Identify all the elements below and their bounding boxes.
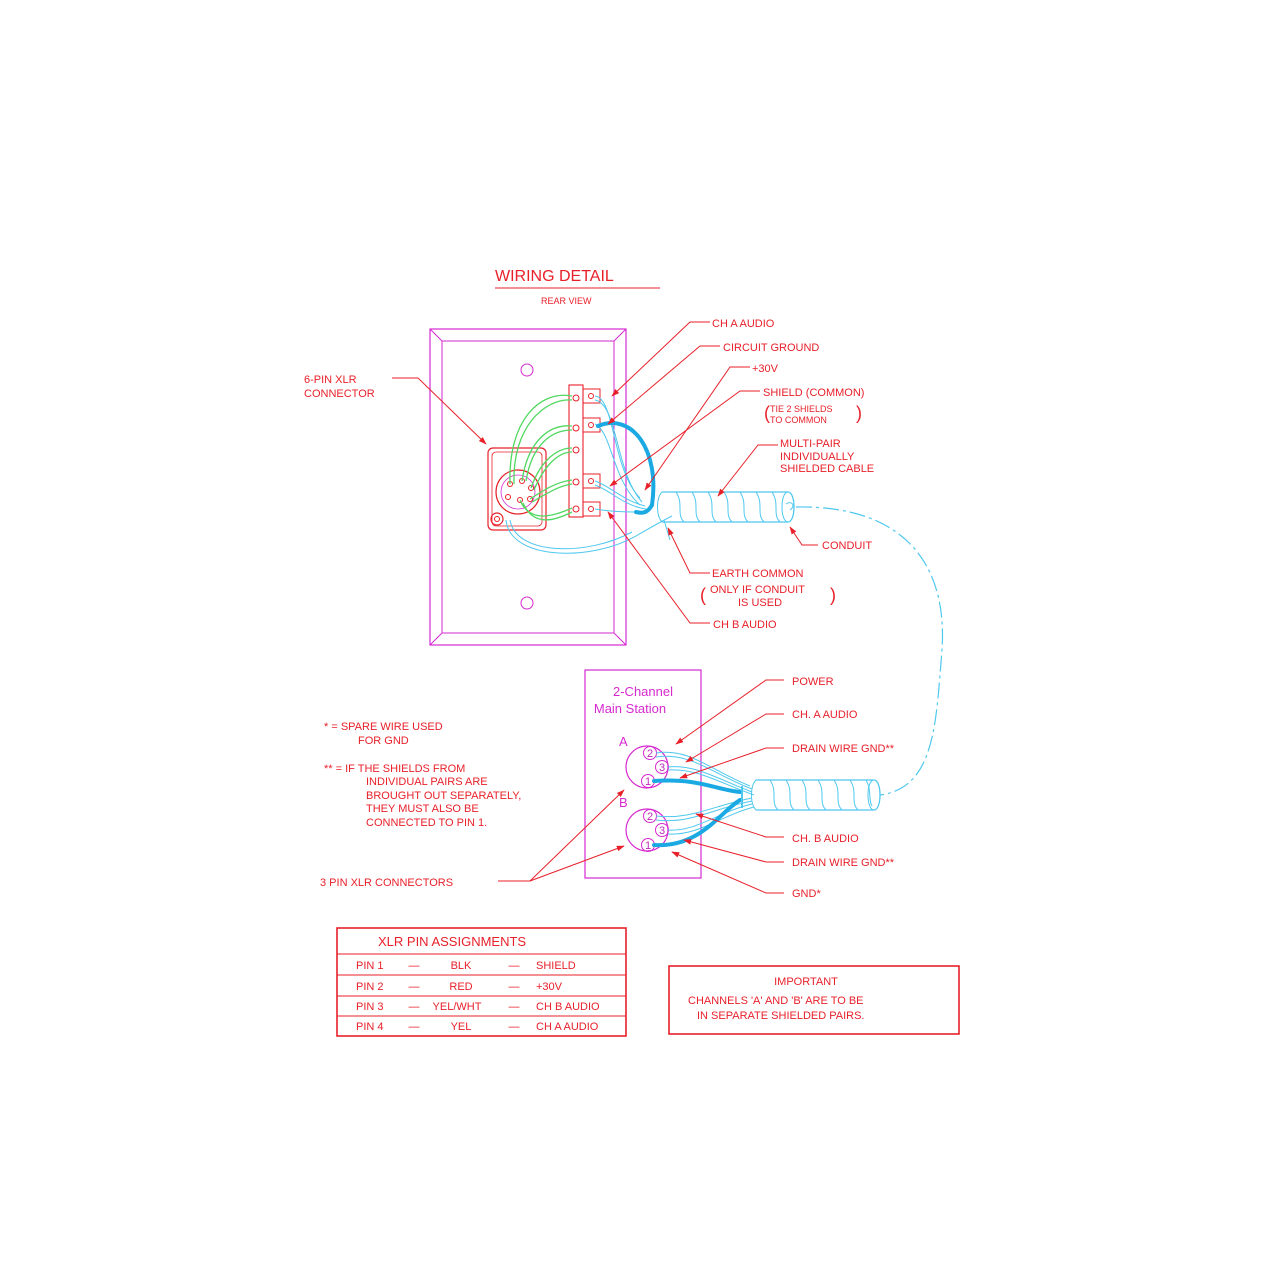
note-2-line5: CONNECTED TO PIN 1.: [366, 817, 487, 829]
svg-text:—: —: [509, 981, 520, 993]
multipair-label-line3: SHIELDED CABLE: [780, 463, 874, 475]
main-station-label-line2: Main Station: [594, 701, 666, 716]
xlr-a-pin-3: 3: [659, 762, 665, 774]
diagram-subtitle: REAR VIEW: [541, 296, 592, 306]
lower-multipair-cable: [751, 779, 881, 811]
three-pin-xlr-label: 3 PIN XLR CONNECTORS: [320, 877, 453, 889]
upper-callout-leaders: [392, 321, 818, 624]
lower-cable-wires: [652, 751, 755, 848]
important-line2: IN SEPARATE SHIELDED PAIRS.: [697, 1010, 865, 1022]
footnotes: * = SPARE WIRE USED FOR GND ** = IF THE …: [324, 721, 521, 829]
only-if-paren-open: (: [700, 585, 706, 605]
only-if-paren-close: ): [830, 585, 836, 605]
svg-text:YEL: YEL: [451, 1021, 472, 1033]
group-b-label: B: [619, 795, 628, 810]
svg-text:—: —: [509, 960, 520, 972]
green-jumper-wires: [509, 394, 573, 521]
lower-callout-leaders: [498, 679, 784, 894]
drain-wire-gnd-label-a: DRAIN WIRE GND**: [792, 743, 895, 755]
svg-text:CH A AUDIO: CH A AUDIO: [536, 1021, 599, 1033]
multipair-label-line2: INDIVIDUALLY: [780, 451, 855, 463]
svg-text:SHIELD: SHIELD: [536, 960, 576, 972]
xlr-a-pin-2: 2: [647, 748, 653, 760]
upper-multipair-cable: [657, 491, 795, 523]
svg-text:RED: RED: [449, 981, 472, 993]
important-line1: CHANNELS 'A' AND 'B' ARE TO BE: [688, 995, 864, 1007]
multipair-label-line1: MULTI-PAIR: [780, 438, 841, 450]
svg-text:—: —: [409, 1021, 420, 1033]
note-2-line4: THEY MUST ALSO BE: [366, 803, 479, 815]
svg-text:YEL/WHT: YEL/WHT: [433, 1001, 482, 1013]
terminal-strip: [568, 384, 601, 518]
gnd-label: GND*: [792, 888, 821, 900]
svg-text:—: —: [509, 1001, 520, 1013]
six-pin-xlr-label-line2: CONNECTOR: [304, 388, 375, 400]
conduit-run: [795, 506, 944, 796]
svg-text:PIN 4: PIN 4: [356, 1021, 384, 1033]
earth-common-label: EARTH COMMON: [712, 568, 804, 580]
top-screw-hole: [520, 363, 534, 377]
table-row: PIN 4 — YEL — CH A AUDIO: [356, 1021, 599, 1033]
svg-text:BLK: BLK: [451, 960, 472, 972]
note-2-line1: ** = IF THE SHIELDS FROM: [324, 763, 465, 775]
shield-common-label: SHIELD (COMMON): [763, 387, 864, 399]
svg-text:CH B AUDIO: CH B AUDIO: [536, 1001, 600, 1013]
diagram-title: WIRING DETAIL: [495, 268, 614, 285]
xlr-b-pin-3: 3: [659, 825, 665, 837]
power-label: POWER: [792, 676, 834, 688]
circuit-ground-label: CIRCUIT GROUND: [723, 342, 819, 354]
note-2-line3: BROUGHT OUT SEPARATELY,: [366, 790, 521, 802]
only-if-label-line1: ONLY IF CONDUIT: [710, 584, 805, 596]
ch-a-audio-label: CH A AUDIO: [712, 318, 775, 330]
upper-cable-wires: [505, 395, 673, 554]
pin-assignments-table: XLR PIN ASSIGNMENTS PIN 1 — BLK — SHIELD…: [336, 927, 627, 1037]
table-row: PIN 1 — BLK — SHIELD: [356, 960, 576, 972]
drain-wire-gnd-label-b: DRAIN WIRE GND**: [792, 857, 895, 869]
xlr-a-pin-1: 1: [645, 776, 651, 788]
tie-shields-label-line1: TIE 2 SHIELDS: [770, 404, 833, 414]
tie-shields-paren-close: ): [856, 403, 862, 423]
table-row: PIN 3 — YEL/WHT — CH B AUDIO: [356, 1001, 600, 1013]
important-note-box: IMPORTANT CHANNELS 'A' AND 'B' ARE TO BE…: [668, 965, 960, 1035]
note-1-line2: FOR GND: [358, 735, 409, 747]
conduit-label: CONDUIT: [822, 540, 872, 552]
pin-table-title: XLR PIN ASSIGNMENTS: [378, 934, 526, 949]
main-station-label-line1: 2-Channel: [613, 684, 673, 699]
svg-text:—: —: [409, 960, 420, 972]
xlr-b-pin-2: 2: [647, 811, 653, 823]
tie-shields-paren-open: (: [764, 403, 770, 423]
tie-shields-label-line2: TO COMMON: [770, 415, 827, 425]
only-if-label-line2: IS USED: [738, 597, 782, 609]
svg-text:PIN 3: PIN 3: [356, 1001, 384, 1013]
ch-b-audio-label-2: CH. B AUDIO: [792, 833, 859, 845]
group-a-label: A: [619, 734, 628, 749]
note-2-line2: INDIVIDUAL PAIRS ARE: [366, 776, 488, 788]
ch-b-audio-label: CH B AUDIO: [713, 619, 777, 631]
bottom-screw-hole: [520, 596, 534, 610]
plus-30v-label: +30V: [752, 363, 779, 375]
svg-text:—: —: [509, 1021, 520, 1033]
svg-text:—: —: [409, 981, 420, 993]
note-1-line1: * = SPARE WIRE USED: [324, 721, 443, 733]
svg-text:PIN 2: PIN 2: [356, 981, 384, 993]
important-title: IMPORTANT: [774, 976, 838, 988]
ch-a-audio-label-2: CH. A AUDIO: [792, 709, 858, 721]
table-row: PIN 2 — RED — +30V: [356, 981, 563, 993]
svg-text:+30V: +30V: [536, 981, 563, 993]
svg-text:PIN 1: PIN 1: [356, 960, 384, 972]
wall-plate: [429, 328, 627, 646]
six-pin-xlr-label-line1: 6-PIN XLR: [304, 374, 357, 386]
svg-text:—: —: [409, 1001, 420, 1013]
xlr-b-pin-1: 1: [645, 840, 651, 852]
